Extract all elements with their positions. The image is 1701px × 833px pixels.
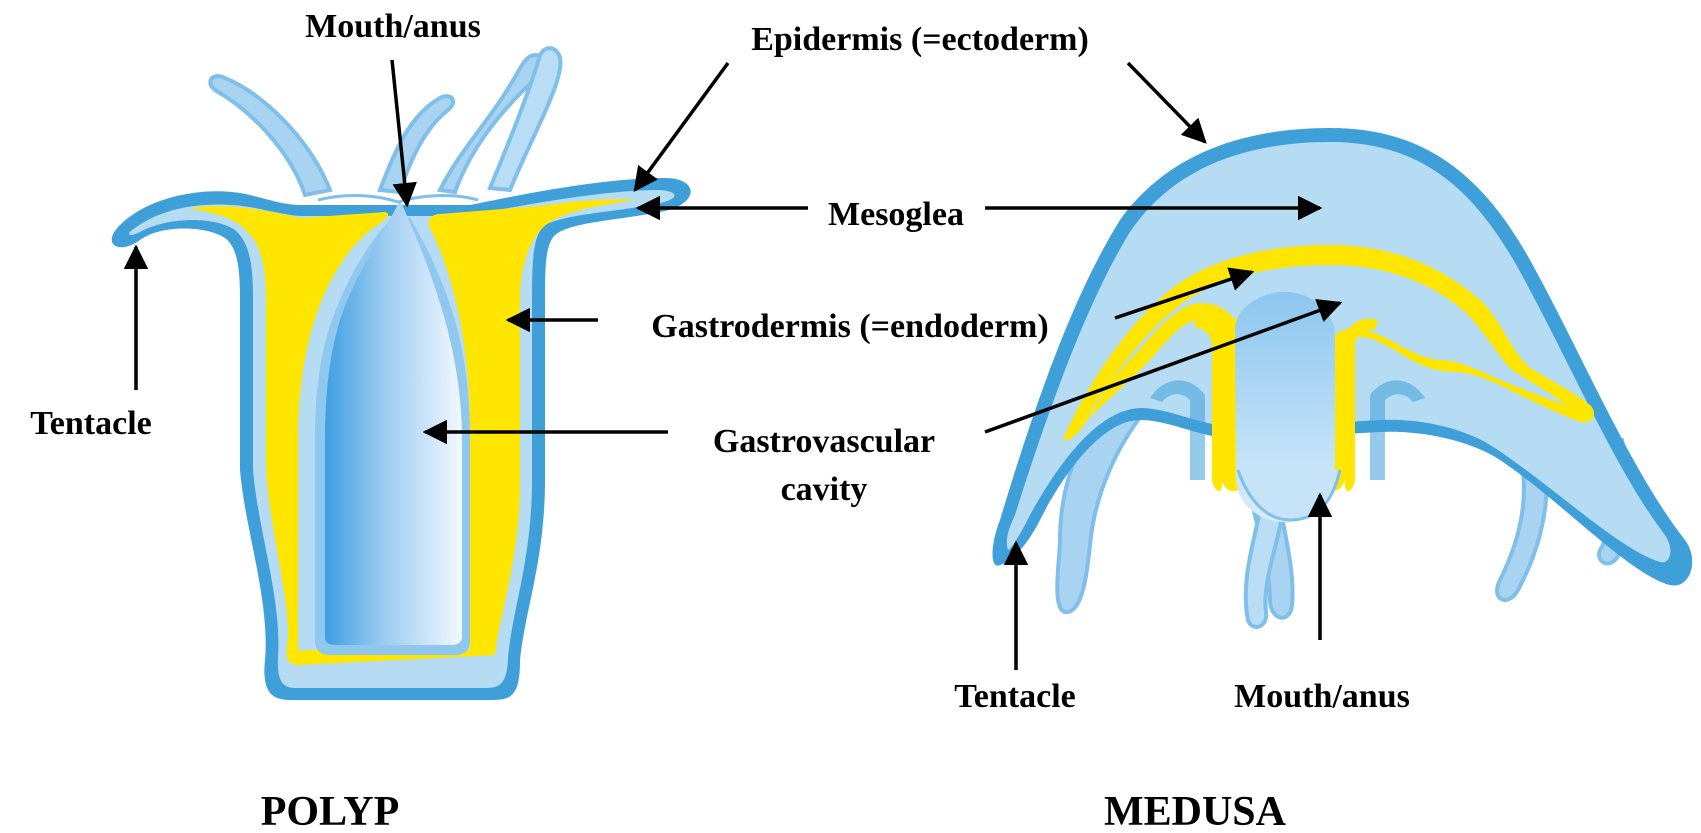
arrow-epidermis-polyp [635,63,728,190]
polyp-tentacles [210,48,560,195]
label-gastrodermis: Gastrodermis (=endoderm) [651,308,1048,345]
medusa-illustration [993,128,1693,627]
label-mesoglea: Mesoglea [828,196,964,233]
label-polyp-tentacle: Tentacle [30,405,152,442]
label-gastrovascular-line1: Gastrovascular [713,423,935,460]
label-medusa-mouth-anus: Mouth/anus [1234,678,1410,715]
label-gastrovascular-line2: cavity [781,471,868,508]
title-polyp: POLYP [261,789,399,833]
label-medusa-tentacle: Tentacle [954,678,1076,715]
arrow-epidermis-medusa [1128,63,1205,142]
label-polyp-mouth-anus: Mouth/anus [305,8,481,45]
label-epidermis: Epidermis (=ectoderm) [751,21,1089,58]
polyp-mouth-rim [318,196,478,202]
title-medusa: MEDUSA [1104,789,1287,833]
